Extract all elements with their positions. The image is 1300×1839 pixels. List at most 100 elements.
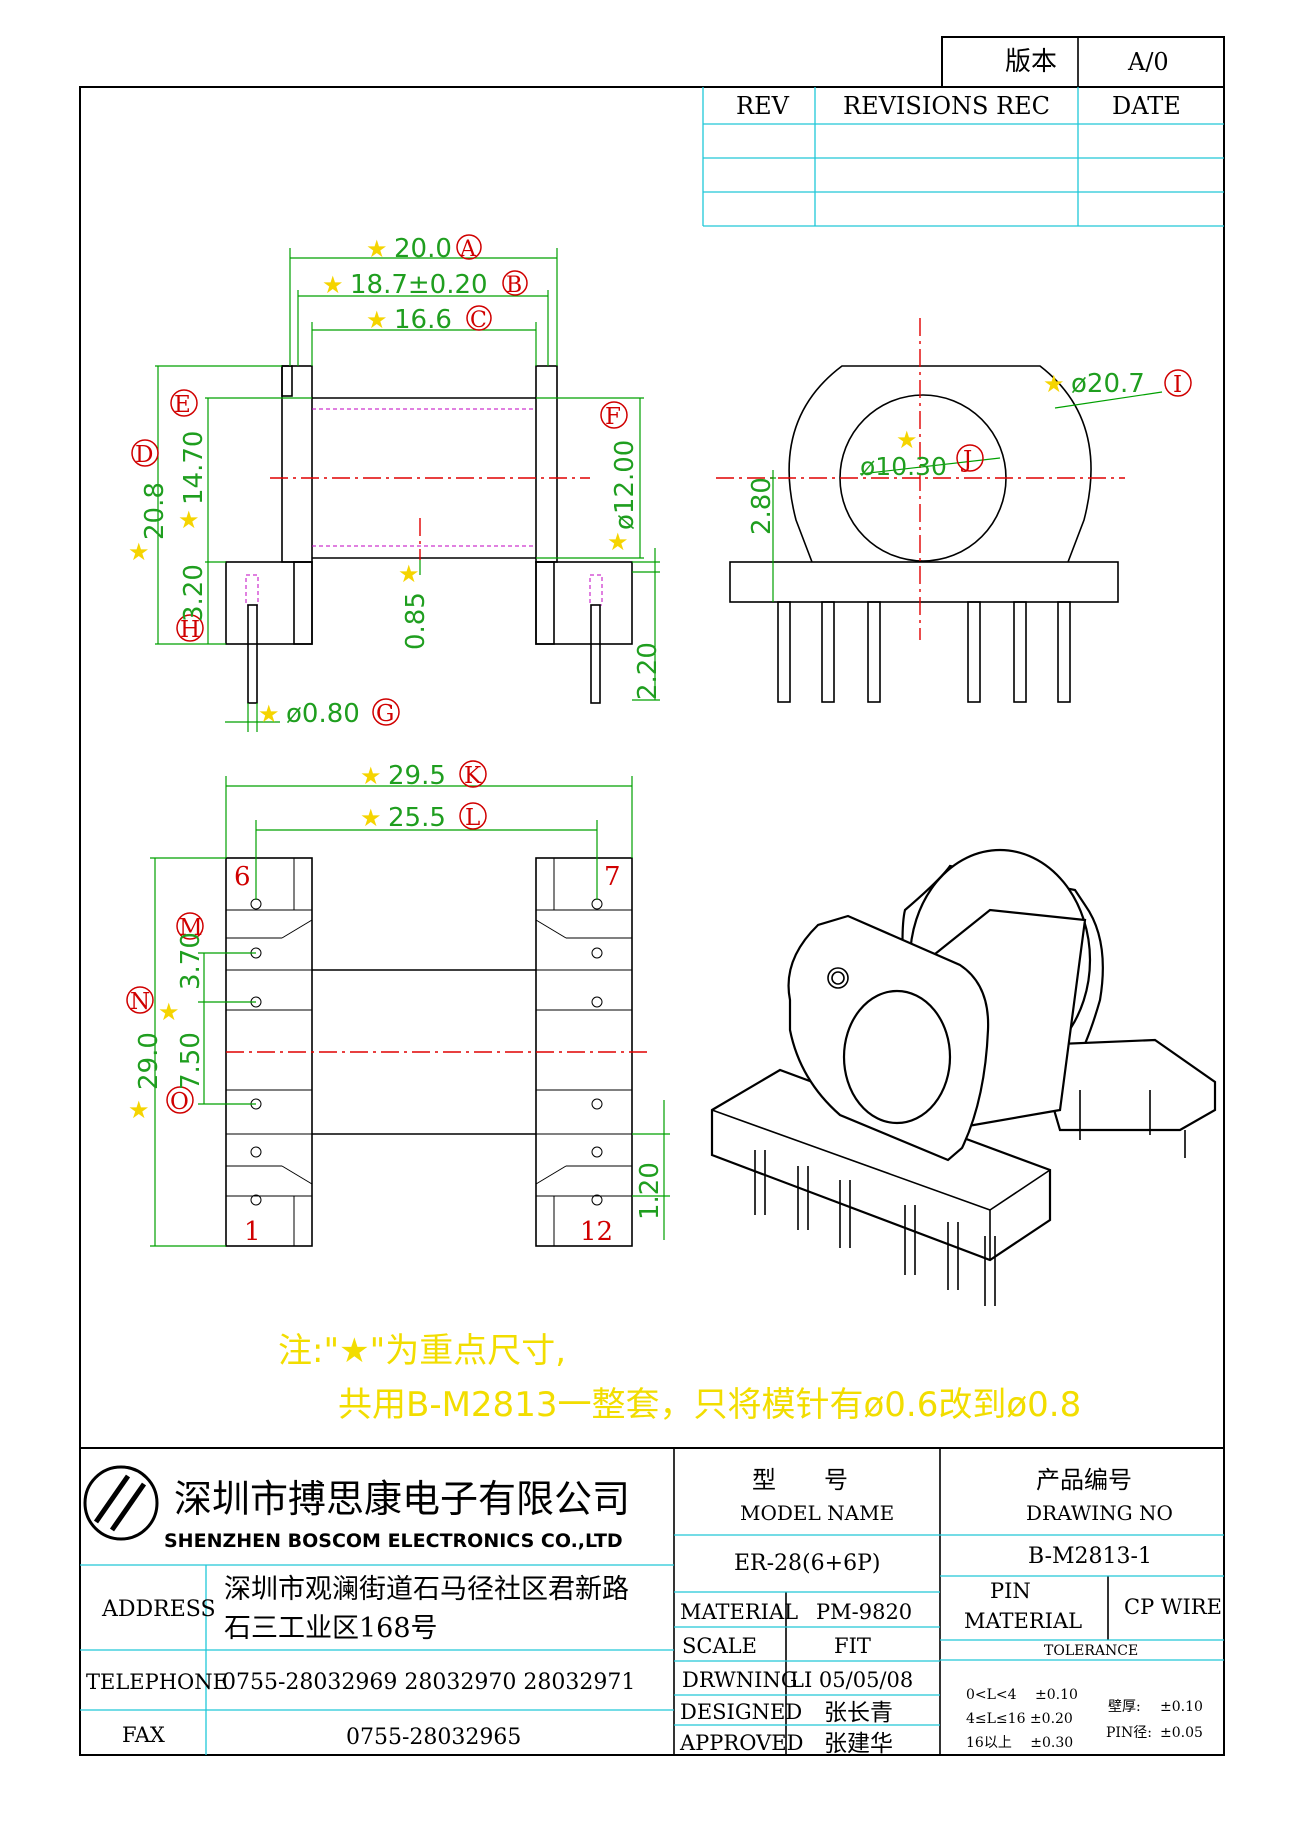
dim-n-value: 29.0 bbox=[134, 1032, 164, 1090]
star-icon: ★ bbox=[158, 998, 180, 1026]
pin-material-value: CP WIRE bbox=[1124, 1595, 1222, 1619]
side-view: 2.80 ★ ø10.30 J ★ ø20.7 I bbox=[716, 318, 1192, 703]
dim-e-letter: E bbox=[174, 392, 191, 418]
drawing-no-value: B-M2813-1 bbox=[1028, 1544, 1152, 1569]
fax-label: FAX bbox=[122, 1723, 165, 1747]
dim-k-letter: K bbox=[464, 763, 482, 789]
version-value: A/0 bbox=[1127, 48, 1169, 76]
version-box: 版本 A/0 bbox=[941, 36, 1225, 88]
dim-h-letter: H bbox=[180, 617, 200, 643]
note-line-2: 共用B-M2813一整套，只将模针有ø0.6改到ø0.8 bbox=[338, 1385, 1081, 1425]
dim-d-letter: D bbox=[135, 442, 153, 468]
star-icon: ★ bbox=[258, 700, 280, 728]
dim-j-value: ø10.30 bbox=[860, 452, 947, 481]
rev-header: REV bbox=[736, 92, 790, 120]
pin-diameter-label: PIN径: bbox=[1106, 1725, 1152, 1741]
star-icon: ★ bbox=[366, 235, 388, 263]
dim-085-value: 0.85 bbox=[401, 592, 431, 650]
fax-value: 0755-28032965 bbox=[346, 1725, 521, 1750]
approved-label: APPROVED bbox=[679, 1731, 803, 1755]
title-block: 深圳市搏思康电子有限公司 SHENZHEN BOSCOM ELECTRONICS… bbox=[80, 1447, 1224, 1757]
tolerance-label: TOLERANCE bbox=[1044, 1643, 1138, 1659]
sheet-frame bbox=[79, 86, 1225, 1756]
tolerance-row-2: 4≤L≤16 ±0.20 bbox=[966, 1711, 1073, 1727]
dim-a-value: 20.0 bbox=[394, 234, 452, 264]
isometric-view bbox=[710, 848, 1217, 1306]
star-icon: ★ bbox=[896, 426, 918, 454]
address-label: ADDRESS bbox=[101, 1597, 216, 1622]
star-icon: ★ bbox=[1043, 370, 1065, 398]
pin-diameter-value: ±0.05 bbox=[1160, 1725, 1203, 1741]
dim-a-letter: A bbox=[459, 237, 477, 262]
material-label: MATERIAL bbox=[680, 1600, 798, 1624]
drawing-by-label: DRWNING bbox=[682, 1668, 798, 1692]
pin-12-label: 12 bbox=[580, 1217, 613, 1247]
company-name-cn: 深圳市搏思康电子有限公司 bbox=[174, 1477, 630, 1521]
pin-material-label-1: PIN bbox=[990, 1579, 1031, 1603]
scale-value: FIT bbox=[834, 1634, 871, 1658]
front-view-labels: ★ 20.0 A ★ 18.7±0.20 B ★ 16.6 C E D H F … bbox=[128, 234, 663, 729]
dim-k-value: 29.5 bbox=[388, 761, 446, 791]
dim-n-letter: N bbox=[130, 989, 150, 1015]
dim-c-letter: C bbox=[470, 308, 487, 333]
dim-120-value: 1.20 bbox=[635, 1162, 665, 1220]
dim-b-value: 18.7±0.20 bbox=[350, 270, 488, 300]
star-icon: ★ bbox=[128, 1096, 150, 1124]
dim-d-value: 20.8 bbox=[140, 482, 170, 540]
model-label-en: MODEL NAME bbox=[740, 1501, 894, 1525]
dim-l-value: 25.5 bbox=[388, 803, 446, 833]
star-icon: ★ bbox=[360, 804, 382, 832]
address-line-2: 石三工业区168号 bbox=[224, 1613, 438, 1644]
bottom-view bbox=[150, 776, 670, 1247]
drawing-by-value: LI 05/05/08 bbox=[790, 1668, 913, 1692]
dim-m-value: 3.70 bbox=[176, 932, 206, 990]
pin-6-label: 6 bbox=[234, 862, 251, 892]
dim-f-letter: F bbox=[605, 404, 621, 430]
scale-label: SCALE bbox=[682, 1634, 757, 1658]
drawing-label-cn: 产品编号 bbox=[1036, 1466, 1132, 1494]
star-icon: ★ bbox=[128, 538, 150, 566]
revision-table: REV REVISIONS REC DATE bbox=[702, 87, 1224, 227]
company-name-en: SHENZHEN BOSCOM ELECTRONICS CO.,LTD bbox=[164, 1530, 623, 1552]
revisions-rec-header: REVISIONS REC bbox=[843, 92, 1050, 120]
telephone-value: 0755-28032969 28032970 28032971 bbox=[222, 1670, 635, 1695]
pin-material-label-2: MATERIAL bbox=[964, 1609, 1082, 1633]
drawing-label-en: DRAWING NO bbox=[1026, 1501, 1173, 1525]
designed-value: 张长青 bbox=[824, 1700, 893, 1726]
model-value: ER-28(6+6P) bbox=[734, 1551, 880, 1576]
dim-f-value: ø12.00 bbox=[610, 440, 640, 530]
star-icon: ★ bbox=[366, 306, 388, 334]
dim-g-value: ø0.80 bbox=[286, 699, 360, 729]
star-icon: ★ bbox=[178, 506, 200, 534]
wall-thickness-value: ±0.10 bbox=[1160, 1699, 1203, 1715]
pin-1-label: 1 bbox=[244, 1217, 261, 1247]
dim-b-letter: B bbox=[506, 273, 522, 298]
approved-value: 张建华 bbox=[824, 1731, 893, 1757]
bottom-view-labels: ★ 29.5 K ★ 25.5 L 6 7 1 12 M N O 3.70 ★ … bbox=[126, 760, 665, 1247]
star-icon: ★ bbox=[322, 271, 344, 299]
material-value: PM-9820 bbox=[816, 1600, 912, 1624]
date-header: DATE bbox=[1112, 92, 1181, 120]
dim-m-letter: M bbox=[179, 915, 203, 941]
dim-o-letter: O bbox=[170, 1089, 189, 1115]
version-label: 版本 bbox=[1005, 47, 1057, 77]
dim-l-letter: L bbox=[465, 805, 480, 831]
tolerance-row-3: 16以上 ±0.30 bbox=[966, 1735, 1073, 1751]
front-view bbox=[155, 248, 660, 732]
dim-i-letter: I bbox=[1173, 372, 1182, 398]
dim-h-value: 3.20 bbox=[179, 564, 209, 622]
pin-7-label: 7 bbox=[604, 862, 621, 892]
dim-e-value: 14.70 bbox=[179, 431, 209, 505]
star-icon: ★ bbox=[360, 762, 382, 790]
address-line-1: 深圳市观澜街道石马径社区君新路 bbox=[224, 1574, 629, 1605]
company-logo bbox=[83, 1465, 159, 1541]
designed-label: DESIGNED bbox=[680, 1700, 802, 1724]
note-line-1: 注:"★"为重点尺寸, bbox=[278, 1331, 566, 1371]
tolerance-row-1: 0<L<4 ±0.10 bbox=[966, 1687, 1078, 1703]
dim-g-letter: G bbox=[376, 701, 394, 727]
star-icon: ★ bbox=[607, 528, 629, 556]
dim-o-value: 7.50 bbox=[176, 1032, 206, 1090]
model-label-cn: 型 号 bbox=[752, 1466, 848, 1494]
star-icon: ★ bbox=[398, 560, 420, 588]
